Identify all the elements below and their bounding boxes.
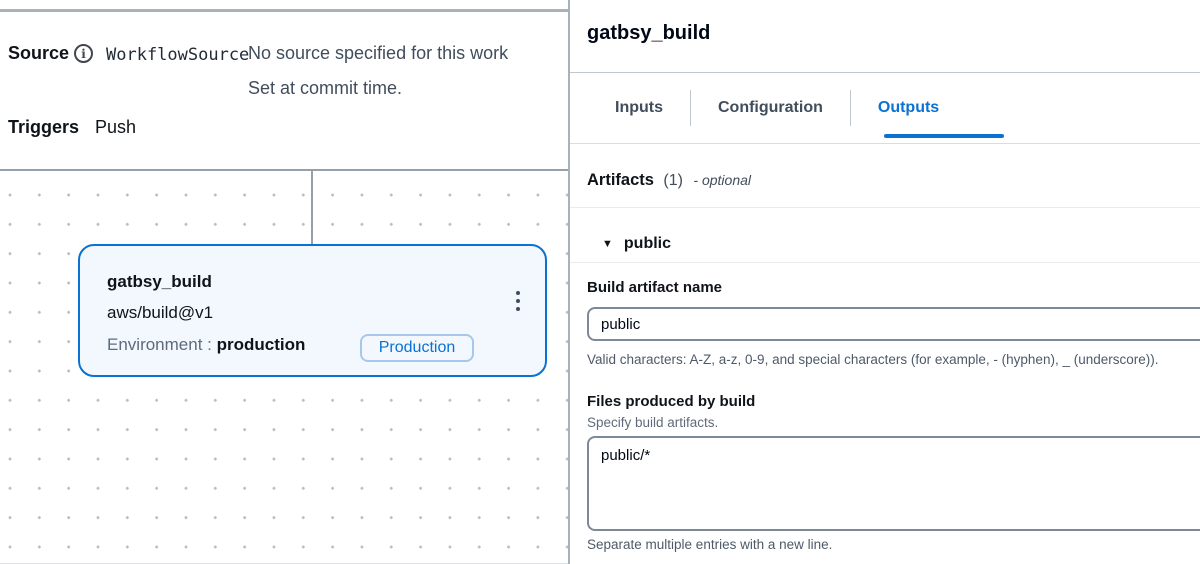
workflow-graph-canvas[interactable]: gatbsy_build aws/build@v1 Environment : … <box>0 171 568 564</box>
panel-title: gatbsy_build <box>587 22 711 44</box>
triggers-value: Push <box>95 117 137 137</box>
node-connector-line <box>311 171 313 244</box>
artifacts-count: (1) <box>663 172 683 189</box>
node-action-id: aws/build@v1 <box>107 303 214 322</box>
files-produced-description: Specify build artifacts. <box>587 415 719 430</box>
environment-badge[interactable]: Production <box>360 334 474 362</box>
tab-outputs[interactable]: Outputs <box>877 99 940 116</box>
artifact-expander-label: public <box>623 235 671 252</box>
tab-separator <box>849 90 851 126</box>
environment-label: Environment <box>107 335 203 354</box>
tab-separator <box>690 90 691 126</box>
node-environment-row: Environment : production <box>107 335 305 355</box>
node-title: gatbsy_build <box>107 272 212 291</box>
environment-value: production <box>216 335 306 354</box>
artifacts-section-header: Artifacts (1) - optional <box>587 171 751 190</box>
section-divider <box>570 262 1200 263</box>
artifacts-title: Artifacts <box>587 171 654 189</box>
files-produced-textarea[interactable]: public/* <box>587 436 1200 531</box>
active-tab-underline <box>884 134 1004 138</box>
workflow-node-card[interactable]: gatbsy_build aws/build@v1 Environment : … <box>78 244 547 377</box>
source-label: Source <box>8 43 70 63</box>
triggers-label: Triggers <box>8 117 80 137</box>
node-detail-panel: gatbsy_build Inputs Configuration Output… <box>568 0 1200 564</box>
top-divider <box>0 9 568 12</box>
tab-bar: Inputs Configuration Outputs <box>587 84 966 132</box>
kebab-menu-icon[interactable] <box>508 286 528 316</box>
tab-configuration[interactable]: Configuration <box>718 99 823 116</box>
canvas-top-divider <box>0 169 568 171</box>
valid-characters-helper: Valid characters: A-Z, a-z, 0-9, and spe… <box>587 352 1159 367</box>
build-artifact-name-label: Build artifact name <box>587 279 723 296</box>
files-produced-label: Files produced by build <box>587 393 756 410</box>
source-description-line1: No source specified for this work <box>248 43 509 63</box>
workflow-canvas-pane: Source i WorkflowSource No source specif… <box>0 0 568 564</box>
section-divider <box>570 207 1200 208</box>
build-artifact-name-input[interactable] <box>587 307 1200 341</box>
source-description-line2: Set at commit time. <box>248 78 403 98</box>
source-value: WorkflowSource <box>106 45 250 65</box>
caret-down-icon: ▼ <box>602 238 613 250</box>
info-icon[interactable]: i <box>74 44 93 63</box>
environment-separator: : <box>207 335 212 354</box>
artifacts-optional-flag: - optional <box>693 172 751 188</box>
title-divider <box>570 72 1200 73</box>
separate-entries-helper: Separate multiple entries with a new lin… <box>587 537 833 552</box>
tab-inputs[interactable]: Inputs <box>615 99 663 116</box>
artifact-expander[interactable]: ▼ public <box>602 235 671 253</box>
tabs-divider <box>570 143 1200 144</box>
